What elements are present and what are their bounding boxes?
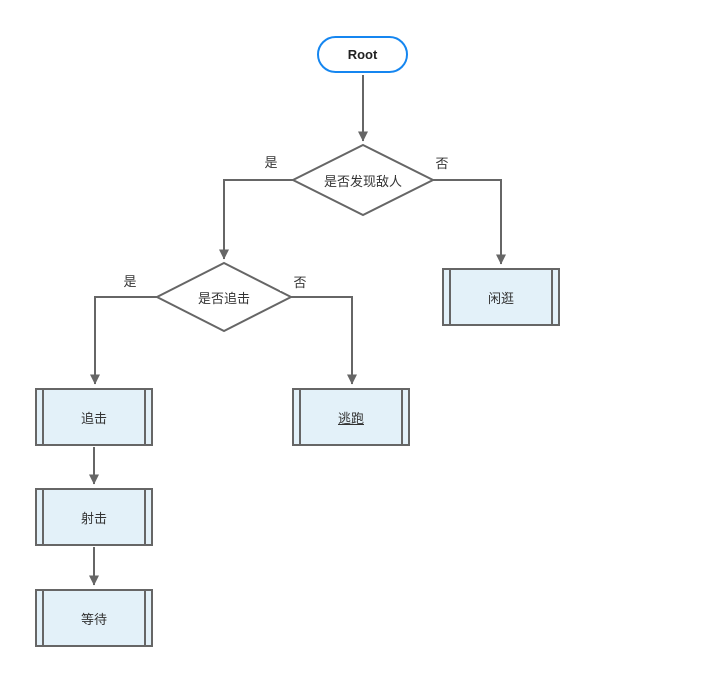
process-inner-bar-left [42,390,44,444]
edge-enemy-found-no[interactable] [433,179,506,265]
process-node-chase-label: 追击 [80,410,107,426]
process-node-wander-label: 闲逛 [487,290,514,306]
branch-label-should-chase-no: 否 [280,272,320,291]
process-node-shoot[interactable]: 射击 [35,488,153,546]
decision-should-chase-shape[interactable] [154,261,294,333]
process-node-flee[interactable]: 逃跑 [292,388,410,446]
branch-label-enemy-found-no: 否 [422,153,462,172]
edge-should-chase-yes[interactable] [90,296,157,385]
process-node-chase[interactable]: 追击 [35,388,153,446]
edge-should-chase-no[interactable] [291,296,357,385]
process-inner-bar-right [551,270,553,324]
process-node-wait-label: 等待 [80,611,107,627]
root-node-label: Root [347,47,378,62]
root-node[interactable]: Root [317,36,408,73]
branch-label-enemy-found-yes: 是 [251,152,291,171]
branch-label-should-chase-yes: 是 [110,271,150,290]
process-inner-bar-right [401,390,403,444]
process-node-flee-label: 逃跑 [337,410,364,426]
process-node-shoot-label: 射击 [80,510,107,526]
process-node-wait[interactable]: 等待 [35,589,153,647]
process-node-wander[interactable]: 闲逛 [442,268,560,326]
process-inner-bar-left [299,390,301,444]
process-inner-bar-right [144,591,146,645]
process-inner-bar-left [42,591,44,645]
process-inner-bar-left [42,490,44,544]
process-inner-bar-right [144,490,146,544]
process-inner-bar-left [449,270,451,324]
decision-enemy-found-shape[interactable] [290,143,436,217]
process-inner-bar-right [144,390,146,444]
edge-enemy-found-yes[interactable] [219,179,293,260]
